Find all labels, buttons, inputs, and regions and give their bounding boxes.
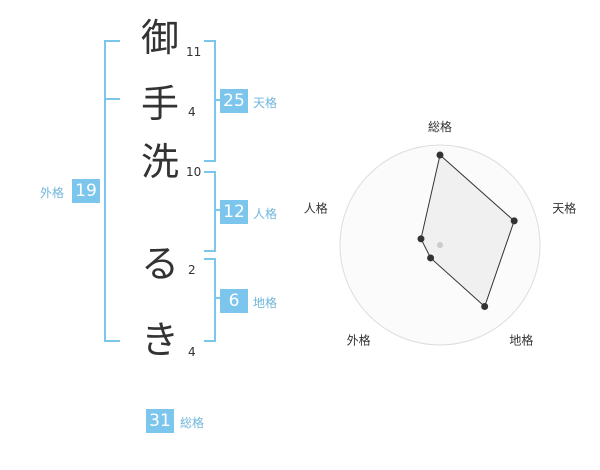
- tenkaku-bracket-tick: [214, 99, 220, 101]
- stroke-count-1: 11: [186, 45, 202, 59]
- radar-point-3: [481, 302, 489, 310]
- name-char-3: 洗: [140, 140, 179, 184]
- radar-series-area: [420, 154, 515, 308]
- jinkaku-bracket-tick: [214, 209, 220, 211]
- name-char-4: る: [140, 242, 179, 286]
- stroke-count-5: 4: [188, 345, 196, 359]
- stroke-count-3: 10: [186, 165, 202, 179]
- chikaku-bracket: [204, 258, 216, 342]
- radar-axis-label-1: 総格: [428, 119, 452, 134]
- tenkaku-value: 25: [220, 89, 248, 113]
- stroke-count-4: 2: [188, 263, 196, 277]
- stroke-count-2: 4: [188, 105, 196, 119]
- jinkaku-bracket: [204, 171, 216, 252]
- radar-axis-label-5: 人格: [304, 201, 328, 216]
- radar-center-dot: [437, 242, 443, 248]
- radar-point-5: [417, 235, 425, 243]
- radar-point-2: [510, 217, 518, 225]
- chikaku-label: 地格: [253, 296, 278, 310]
- soukaku-value: 31: [146, 409, 174, 433]
- gaikaku-bracket: [104, 40, 120, 342]
- jinkaku-label: 人格: [253, 207, 278, 221]
- radar-axis-label-4: 外格: [347, 332, 371, 347]
- tenkaku-bracket: [204, 40, 216, 162]
- gaikaku-label: 外格: [40, 186, 65, 200]
- radar-point-1: [436, 151, 444, 159]
- gaikaku-value: 19: [72, 179, 100, 203]
- radar-axis-label-2: 天格: [552, 201, 576, 216]
- name-char-5: き: [140, 318, 179, 362]
- name-char-2: 手: [140, 82, 179, 126]
- radar-point-4: [427, 254, 435, 262]
- chikaku-value: 6: [220, 289, 248, 313]
- soukaku-label: 総格: [180, 416, 205, 430]
- jinkaku-value: 12: [220, 200, 248, 224]
- gaikaku-bracket-tick: [106, 98, 120, 100]
- name-char-1: 御: [140, 16, 179, 60]
- radar-axis-label-3: 地格: [509, 332, 533, 347]
- chikaku-bracket-tick: [214, 297, 220, 299]
- tenkaku-label: 天格: [253, 96, 278, 110]
